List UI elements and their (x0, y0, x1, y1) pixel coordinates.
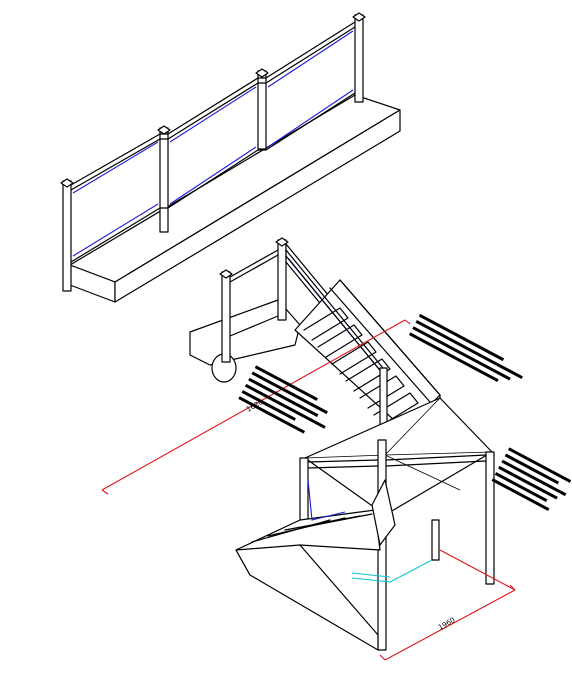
landing-slab-side (114, 109, 401, 303)
stair-post (431, 519, 440, 561)
landing-slab-top (69, 94, 401, 283)
annotation-blocks (238, 313, 572, 511)
stair-post (277, 239, 287, 321)
hidden-line (351, 559, 433, 583)
stair-post (221, 271, 231, 363)
dimension-line-depth (384, 589, 516, 661)
railing-post (354, 14, 364, 103)
infill-line-bottom (72, 203, 159, 257)
lower-handrail (307, 479, 346, 521)
upper-treads (303, 307, 419, 426)
top-rail (70, 21, 356, 186)
staircase (189, 237, 495, 651)
stair-post (485, 451, 495, 585)
infill-line-top (72, 141, 159, 194)
railing-post (62, 180, 72, 292)
railing-post (159, 127, 169, 233)
stair-post (299, 457, 309, 529)
upper-railing (60, 12, 401, 303)
lower-flight-stringer (235, 544, 379, 651)
dimension-label-depth: 1960 (437, 616, 456, 632)
railing-posts (60, 12, 366, 292)
lower-treads (251, 513, 373, 543)
bottom-rail (70, 92, 356, 263)
